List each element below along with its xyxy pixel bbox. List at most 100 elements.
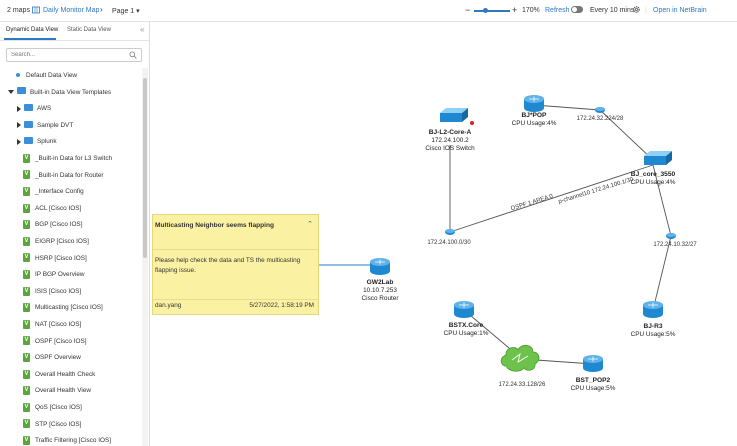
template-icon: V (23, 170, 30, 180)
collapse-caret-icon[interactable] (17, 122, 21, 129)
link-node-224[interactable] (595, 107, 605, 113)
router-icon-gw2lab[interactable] (370, 258, 390, 275)
search-icon[interactable] (129, 51, 137, 61)
gear-icon[interactable] (632, 5, 641, 16)
note-card[interactable]: Multicasting Neighbor seems flapping ⌃ P… (152, 214, 319, 315)
template-icon: V (23, 386, 30, 396)
tree-item[interactable]: Built-in Data View Templates (8, 86, 111, 100)
sidebar-scrollbar[interactable] (142, 68, 148, 446)
tab-static-data-view[interactable]: Static Data View (67, 27, 111, 33)
device-label-bjr3: BJ-R3 CPU Usage:5% (631, 323, 676, 339)
tree-item[interactable]: V_Built-in Data for Router (17, 169, 104, 183)
link-label-1032: 172.24.10.32/27 (653, 242, 697, 248)
tree-item[interactable]: V Overall Health Check (17, 368, 95, 382)
tree-item[interactable]: Default Data View (8, 69, 77, 83)
device-ip: 10.10.7.253 (363, 287, 397, 294)
note-body: Please help check the data and TS the mu… (155, 257, 301, 274)
router-icon-bjr3[interactable] (643, 301, 663, 318)
note-author: dan.yang (155, 302, 182, 309)
refresh-interval: Every 10 mins (590, 7, 635, 14)
device-name: BJ*POP (521, 112, 547, 119)
tree-item[interactable]: V Multicasting [Cisco IOS] (17, 301, 103, 315)
tree-item-label: OSPF Overview (35, 354, 81, 362)
tree-item-label: Overall Health Check (35, 370, 96, 378)
tree-item[interactable]: AWS (17, 102, 51, 116)
alert-dot-icon (470, 121, 474, 125)
template-icon: V (23, 270, 30, 279)
tree-item-label: OSPF [Cisco IOS] (35, 337, 87, 345)
device-model: Cisco Router (361, 295, 399, 302)
template-icon: V (23, 402, 30, 412)
tree-item[interactable]: V Overall Health View (17, 384, 91, 398)
open-in-netbrain-link[interactable]: Open in NetBrain (653, 7, 707, 14)
zoom-slider[interactable] (474, 8, 510, 13)
map-name-link[interactable]: Daily Monitor Map (43, 7, 100, 14)
top-bar: 2 maps Daily Monitor Map › Page 1 ▾ − + … (0, 0, 737, 22)
tree-item-label: Overall Health View (35, 387, 92, 395)
link-node-100[interactable] (445, 229, 455, 235)
tree-item-label: Sample DVT (37, 121, 74, 129)
tree-item[interactable]: Sample DVT (17, 119, 73, 133)
page-selector[interactable]: Page 1 ▾ (112, 8, 140, 15)
template-icon: V (23, 220, 30, 230)
device-model: Cisco IOS Switch (425, 145, 475, 152)
zoom-slider-handle[interactable] (483, 8, 488, 13)
folder-icon (24, 137, 33, 145)
cloud-icon[interactable] (500, 344, 540, 372)
refresh-button[interactable]: Refresh (545, 7, 570, 14)
tree-item-label: Multicasting [Cisco IOS] (35, 304, 103, 312)
tree-item-label: IP BGP Overview (35, 271, 85, 279)
map-canvas[interactable]: BJ-L2-Core-A 172.24.100.2 Cisco IOS Swit… (150, 22, 737, 446)
tree-item[interactable]: V_Built-in Data for L3 Switch (17, 152, 112, 166)
device-name: BJ-L2-Core-A (428, 129, 472, 136)
template-icon: V (23, 236, 30, 246)
router-icon-bstx[interactable] (454, 301, 474, 318)
collapse-caret-icon[interactable] (17, 105, 21, 112)
link-bjpop-224 (533, 104, 601, 111)
link-node-1032[interactable] (666, 233, 676, 239)
switch-icon-bjl2[interactable] (440, 108, 474, 125)
search-input[interactable] (7, 49, 133, 61)
device-name: BJ_core_3550 (630, 171, 676, 178)
scrollbar-thumb[interactable] (143, 78, 147, 258)
device-cpu: CPU Usage:5% (570, 385, 616, 392)
tree-item[interactable]: V_Interface Config (17, 185, 84, 199)
tree-item-label: Traffic Filtering [Cisco IOS] (35, 437, 111, 445)
note-divider (153, 249, 318, 250)
link-label-33128: 172.24.33.128/26 (498, 382, 546, 388)
tree-item[interactable]: Splunk (17, 135, 57, 149)
router-icon-bjpop[interactable] (524, 95, 544, 112)
switch-icon-bjcore[interactable] (644, 151, 672, 165)
template-icon: V (23, 303, 30, 313)
toggle-switch-icon (571, 6, 583, 13)
device-name: GW2Lab (366, 279, 394, 286)
collapse-sidebar-icon[interactable]: « (140, 25, 145, 34)
link-label-100: 172.24.100.0/30 (427, 240, 471, 246)
collapse-caret-icon[interactable] (17, 138, 21, 145)
device-name: BST_POP2 (575, 377, 611, 384)
template-icon: V (23, 369, 30, 379)
folder-icon (17, 87, 26, 95)
expand-caret-icon[interactable] (8, 89, 14, 94)
tree-item[interactable]: V IP BGP Overview (17, 268, 85, 282)
tab-dynamic-data-view[interactable]: Dynamic Data View (6, 27, 59, 33)
auto-refresh-toggle[interactable] (568, 6, 586, 13)
chevron-up-icon[interactable]: ⌃ (307, 221, 313, 228)
device-label-bjl2: BJ-L2-Core-A 172.24.100.2 Cisco IOS Swit… (425, 129, 474, 153)
zoom-in-button[interactable]: + (512, 5, 518, 15)
link-bjcore-1032 (652, 164, 672, 237)
zoom-out-button[interactable]: − (465, 5, 471, 15)
router-icon-bstpop2[interactable] (583, 355, 603, 372)
